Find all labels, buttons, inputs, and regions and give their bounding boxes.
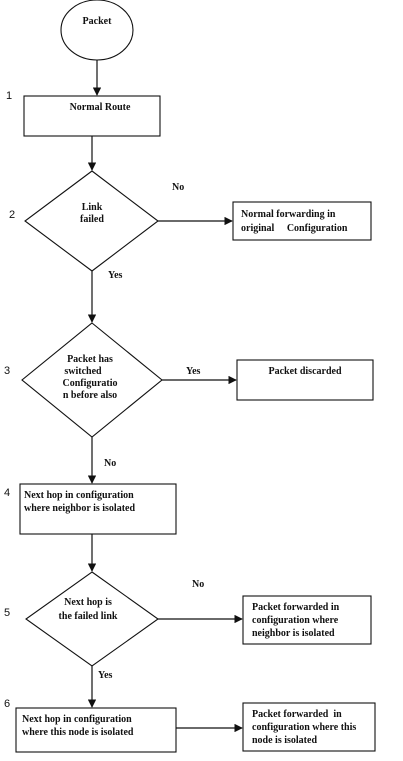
forwarded-neighbor-label-line-2: configuration where bbox=[252, 615, 339, 626]
next-hop-node-label-line-2: where this node is isolated bbox=[22, 727, 134, 738]
normal-forwarding-label-line-2: original Configuration bbox=[241, 223, 348, 234]
next-hop-node-label-line-1: Next hop in configuration bbox=[22, 714, 132, 725]
next-hop-failed-label-line-2: the failed link bbox=[59, 611, 118, 622]
forwarded-node-box: Packet forwarded in configuration where … bbox=[242, 702, 376, 752]
edge-label-link-failed-yes: Yes bbox=[108, 270, 123, 281]
switched-label-line-4: n before also bbox=[63, 390, 117, 401]
next-hop-failed-link-decision: Next hop is the failed link bbox=[25, 571, 159, 667]
normal-forwarding-label-line-1: Normal forwarding in bbox=[241, 209, 336, 220]
edge-label-next-hop-yes: Yes bbox=[98, 670, 113, 681]
start-node: Packet bbox=[60, 0, 134, 61]
edge-label-switched-no: No bbox=[104, 458, 116, 469]
edge-label-link-failed-no: No bbox=[172, 182, 184, 193]
normal-forwarding-box: Normal forwarding in original Configurat… bbox=[232, 201, 372, 241]
step-number-6: 6 bbox=[4, 698, 10, 710]
next-hop-neighbor-label-line-1: Next hop in configuration bbox=[24, 490, 134, 501]
step-number-3: 3 bbox=[4, 365, 10, 377]
switched-before-decision: Packet has switched Configuratio n befor… bbox=[21, 322, 163, 438]
switched-label-line-3: Configuratio bbox=[63, 378, 118, 389]
step-number-2: 2 bbox=[9, 209, 15, 221]
normal-route-label: Normal Route bbox=[70, 102, 131, 113]
step-number-1: 1 bbox=[6, 90, 12, 102]
edge-label-switched-yes: Yes bbox=[186, 366, 201, 377]
forwarded-neighbor-label-line-1: Packet forwarded in bbox=[252, 602, 340, 613]
next-hop-neighbor-box: Next hop in configuration where neighbor… bbox=[19, 483, 177, 535]
next-hop-node-box: Next hop in configuration where this nod… bbox=[15, 707, 177, 753]
next-hop-neighbor-label-line-2: where neighbor is isolated bbox=[24, 503, 135, 514]
forwarded-node-label-line-2: configuration where this bbox=[252, 722, 356, 733]
packet-discarded-label: Packet discarded bbox=[268, 366, 341, 377]
step-number-5: 5 bbox=[4, 607, 10, 619]
forwarded-node-label-line-1: Packet forwarded in bbox=[252, 709, 342, 720]
start-label: Packet bbox=[83, 16, 113, 27]
link-failed-decision: Link failed bbox=[24, 170, 159, 272]
next-hop-failed-label-line-1: Next hop is bbox=[64, 597, 112, 608]
switched-label-line-2: switched bbox=[64, 366, 102, 377]
forwarded-node-label-line-3: node is isolated bbox=[252, 735, 317, 746]
forwarded-neighbor-box: Packet forwarded in configuration where … bbox=[242, 595, 372, 645]
normal-route-box: Normal Route bbox=[23, 95, 161, 137]
edge-label-next-hop-no: No bbox=[192, 579, 204, 590]
link-failed-label-line-1: Link bbox=[82, 202, 103, 213]
forwarded-neighbor-label-line-3: neighbor is isolated bbox=[252, 628, 335, 639]
switched-label-line-1: Packet has bbox=[67, 354, 113, 365]
step-number-4: 4 bbox=[4, 487, 10, 499]
packet-discarded-box: Packet discarded bbox=[236, 359, 374, 401]
link-failed-label-line-2: failed bbox=[80, 214, 104, 225]
